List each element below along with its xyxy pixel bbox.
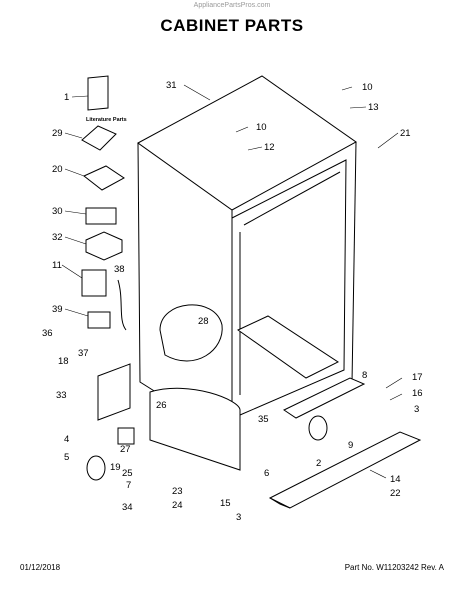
- callout-18: 18: [58, 356, 69, 367]
- callout-38: 38: [114, 264, 125, 275]
- callout-2: 2: [316, 458, 321, 469]
- callout-23: 23: [172, 486, 183, 497]
- callout-37: 37: [78, 348, 89, 359]
- callout-15: 15: [220, 498, 231, 509]
- part-39: [87, 311, 111, 329]
- callout-24: 24: [172, 500, 183, 511]
- callout-35: 35: [258, 414, 269, 425]
- callout-17: 17: [412, 372, 423, 383]
- part-33: [97, 363, 131, 421]
- part-4-wheel: [86, 455, 106, 481]
- part-32: [85, 231, 123, 261]
- part-20: [83, 165, 125, 191]
- part-38: [117, 279, 127, 331]
- callout-21: 21: [400, 128, 411, 139]
- callout-14: 14: [390, 474, 401, 485]
- callout-22: 22: [390, 488, 401, 499]
- part-30: [85, 207, 117, 225]
- part-2-wheel: [308, 415, 328, 441]
- callout-10-top: 10: [362, 82, 373, 93]
- callout-5: 5: [64, 452, 69, 463]
- callout-29: 29: [52, 128, 63, 139]
- callout-30: 30: [52, 206, 63, 217]
- watermark: AppliancePartsPros.com: [193, 2, 271, 9]
- callout-32: 32: [52, 232, 63, 243]
- callout-13: 13: [368, 102, 379, 113]
- leader-lines: [61, 84, 403, 479]
- callout-3-right: 3: [414, 404, 419, 415]
- callout-9: 9: [348, 440, 353, 451]
- part-11: [81, 269, 107, 297]
- callout-34: 34: [122, 502, 133, 513]
- callout-26: 26: [156, 400, 167, 411]
- callout-4: 4: [64, 434, 69, 445]
- literature-parts-label: Literature Parts: [86, 117, 127, 123]
- part-19: [117, 427, 135, 445]
- callout-12: 12: [264, 142, 275, 153]
- cabinet-shell: [137, 75, 357, 441]
- base-rail: [149, 377, 422, 509]
- callout-3-bottom: 3: [236, 512, 241, 523]
- callout-33: 33: [56, 390, 67, 401]
- callout-20: 20: [52, 164, 63, 175]
- footer-part-number: Part No. W11203242 Rev. A: [344, 563, 444, 572]
- callout-28: 28: [198, 316, 209, 327]
- callout-11: 11: [52, 260, 62, 271]
- callout-1: 1: [64, 92, 69, 103]
- callout-16: 16: [412, 388, 423, 399]
- callout-10-mid: 10: [256, 122, 267, 133]
- footer-date: 01/12/2018: [20, 563, 61, 572]
- callout-6: 6: [264, 468, 269, 479]
- part-29: [81, 125, 117, 151]
- callout-27: 27: [120, 444, 131, 455]
- callout-19: 19: [110, 462, 121, 473]
- callout-31: 31: [166, 80, 177, 91]
- callout-labels: 1 Literature Parts 29 20 30 32 11 38 39 …: [42, 80, 423, 523]
- literature-part: [87, 75, 109, 111]
- callout-36: 36: [42, 328, 53, 339]
- callout-39: 39: [52, 304, 63, 315]
- callout-25: 25: [122, 468, 133, 479]
- callout-8: 8: [362, 370, 367, 381]
- page-title: CABINET PARTS: [160, 16, 304, 35]
- callout-7: 7: [126, 480, 131, 491]
